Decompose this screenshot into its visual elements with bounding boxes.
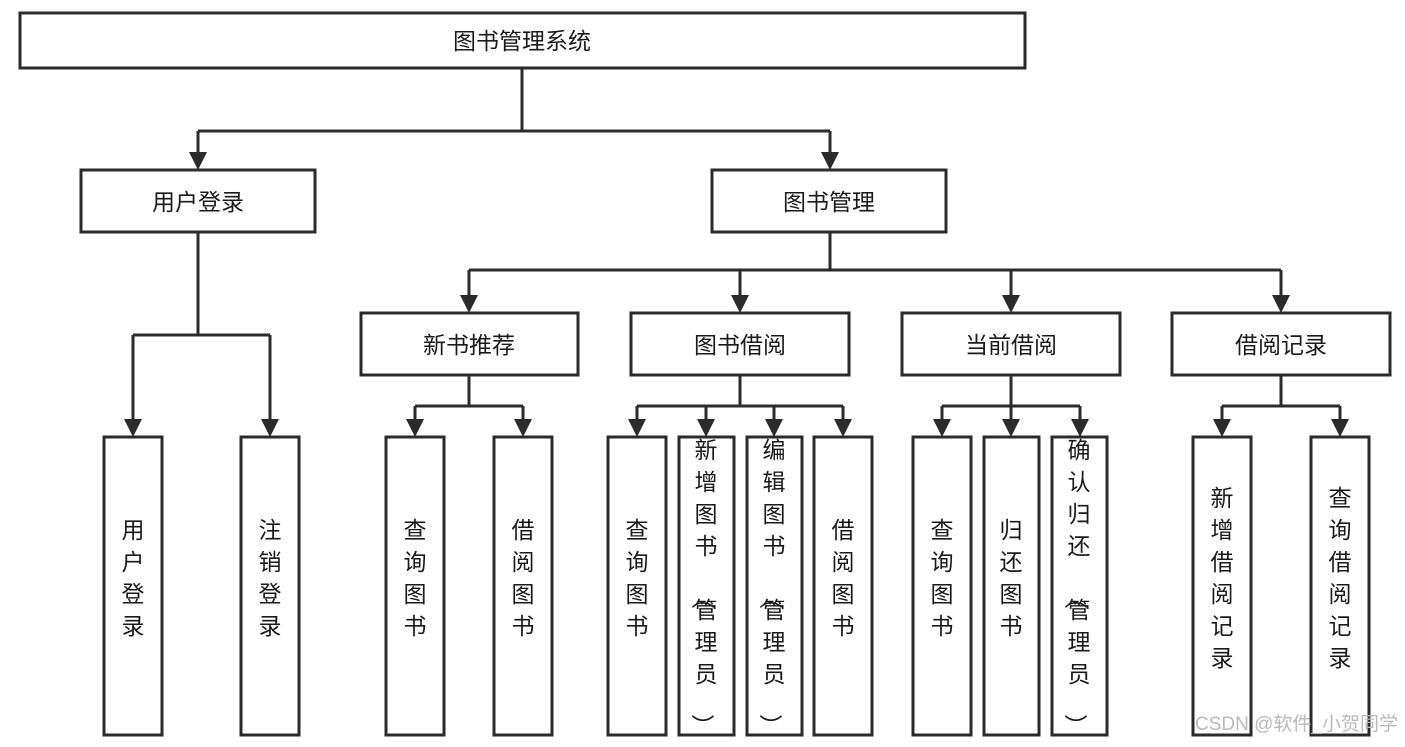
node-leaf-borrow-book-1-label: 借阅图书 [512,517,535,639]
node-leaf-query-book-3[interactable]: 查询图书 [911,435,973,737]
arrowhead-leaf-logout [261,419,279,437]
node-leaf-logout[interactable]: 注销登录 [239,435,301,737]
node-book-borrow-label: 图书借阅 [694,332,786,358]
node-new-book-rec-box[interactable] [359,311,580,377]
node-root-box[interactable] [18,11,1027,70]
node-book-manage[interactable]: 图书管理 [710,168,948,234]
node-leaf-user-login-label: 用户登录 [122,517,145,639]
node-user-login-box[interactable] [79,168,317,234]
arrowhead-book-borrow [731,295,749,313]
arrowhead-leaf-query-record [1331,419,1349,437]
node-leaf-borrow-book-2-box[interactable] [812,435,874,737]
node-leaf-confirm-return[interactable]: 确认归还（管理员） [1050,435,1109,737]
node-root-label: 图书管理系统 [453,28,591,54]
node-leaf-query-book-2-box[interactable] [606,435,668,737]
node-leaf-add-book[interactable]: 新增图书（管理员） [677,435,736,737]
node-borrow-record-box[interactable] [1170,311,1392,377]
node-user-login[interactable]: 用户登录 [79,168,317,234]
node-leaf-edit-book-label: 编辑图书（管理员） [758,437,786,737]
node-leaf-edit-book-box[interactable] [745,435,804,737]
node-leaf-add-book-label: 新增图书（管理员） [690,437,718,737]
node-current-borrow-box[interactable] [900,311,1122,377]
arrowhead-leaf-edit-book [765,419,783,437]
node-leaf-query-book-1-label: 查询图书 [404,517,427,639]
node-user-login-label: 用户登录 [152,189,244,215]
arrowhead-leaf-borrow-book-2 [834,419,852,437]
node-current-borrow-label: 当前借阅 [965,332,1057,358]
node-leaf-query-record[interactable]: 查询借阅记录 [1309,435,1371,737]
connector-layer [124,68,1349,437]
node-leaf-query-book-1[interactable]: 查询图书 [384,435,446,737]
node-leaf-return-book-box[interactable] [982,435,1041,737]
node-borrow-record[interactable]: 借阅记录 [1170,311,1392,377]
arrowhead-leaf-return-book [1002,419,1020,437]
node-leaf-user-login[interactable]: 用户登录 [102,435,164,737]
node-book-borrow-box[interactable] [629,311,851,377]
node-leaf-query-record-label: 查询借阅记录 [1329,485,1352,671]
node-leaf-add-record[interactable]: 新增借阅记录 [1191,435,1253,737]
csdn-watermark: CSDN @软件_小贺同学 [1195,713,1398,735]
node-leaf-query-record-box[interactable] [1309,435,1371,737]
node-borrow-record-label: 借阅记录 [1235,332,1327,358]
arrowhead-leaf-confirm-return [1071,419,1089,437]
node-leaf-borrow-book-1[interactable]: 借阅图书 [492,435,554,737]
node-book-manage-label: 图书管理 [783,189,875,215]
node-leaf-confirm-return-box[interactable] [1050,435,1109,737]
node-leaf-query-book-3-label: 查询图书 [931,517,954,639]
node-leaf-return-book-label: 归还图书 [1000,517,1023,639]
node-book-borrow[interactable]: 图书借阅 [629,311,851,377]
node-root[interactable]: 图书管理系统 [18,11,1027,70]
node-leaf-return-book[interactable]: 归还图书 [982,435,1041,737]
node-leaf-edit-book[interactable]: 编辑图书（管理员） [745,435,804,737]
node-leaf-logout-box[interactable] [239,435,301,737]
node-leaf-query-book-3-box[interactable] [911,435,973,737]
node-leaf-add-record-box[interactable] [1191,435,1253,737]
arrowhead-leaf-user-login [124,419,142,437]
node-leaf-borrow-book-2[interactable]: 借阅图书 [812,435,874,737]
arrowhead-leaf-add-book [697,419,715,437]
node-leaf-borrow-book-1-box[interactable] [492,435,554,737]
arrowhead-current-borrow [1002,295,1020,313]
node-book-manage-box[interactable] [710,168,948,234]
arrowhead-leaf-add-record [1213,419,1231,437]
node-leaf-add-book-box[interactable] [677,435,736,737]
arrowhead-leaf-query-book-3 [933,419,951,437]
node-current-borrow[interactable]: 当前借阅 [900,311,1122,377]
node-leaf-query-book-2-label: 查询图书 [626,517,649,639]
node-leaf-add-record-label: 新增借阅记录 [1211,485,1234,671]
arrowhead-leaf-borrow-book-1 [514,419,532,437]
node-leaf-user-login-box[interactable] [102,435,164,737]
node-leaf-query-book-1-box[interactable] [384,435,446,737]
arrowhead-leaf-query-book-1 [406,419,424,437]
node-leaf-confirm-return-label: 确认归还（管理员） [1063,437,1091,737]
node-leaf-borrow-book-2-label: 借阅图书 [832,517,855,639]
node-new-book-rec[interactable]: 新书推荐 [359,311,580,377]
arrowhead-new-book-rec [460,295,478,313]
node-new-book-rec-label: 新书推荐 [423,332,515,358]
arrowhead-leaf-query-book-2 [628,419,646,437]
node-leaf-logout-label: 注销登录 [259,517,282,639]
arrowhead-user-login [189,152,207,170]
arrowhead-borrow-record [1272,295,1290,313]
node-leaf-query-book-2[interactable]: 查询图书 [606,435,668,737]
arrowhead-book-manage [821,152,839,170]
